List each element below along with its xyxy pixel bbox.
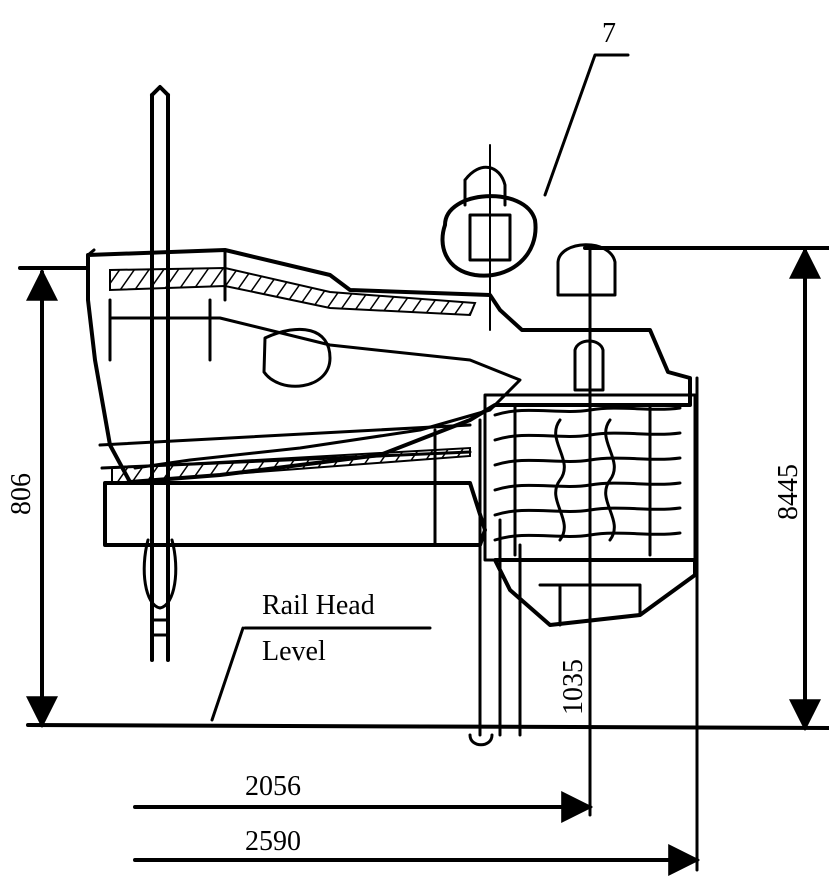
rail-head-label-line2: Level — [262, 636, 326, 667]
callout-7-leader — [543, 53, 630, 197]
dimension-lines — [26, 246, 821, 876]
dimension-2590: 2590 — [245, 826, 301, 857]
lower-beam — [103, 418, 522, 747]
rail-head-lines — [18, 246, 829, 730]
dimension-806: 806 — [6, 473, 37, 515]
frame-body — [86, 248, 692, 485]
rail-head-label-line1: Rail Head — [262, 590, 375, 621]
callout-7-label: 7 — [602, 18, 616, 49]
bottom-wedge — [493, 558, 697, 627]
dimension-8445: 8445 — [773, 464, 804, 520]
dimension-1035: 1035 — [558, 659, 589, 715]
rail-head-leader — [210, 626, 245, 722]
vertical-rod — [142, 85, 178, 662]
dimension-2056: 2056 — [245, 771, 301, 802]
